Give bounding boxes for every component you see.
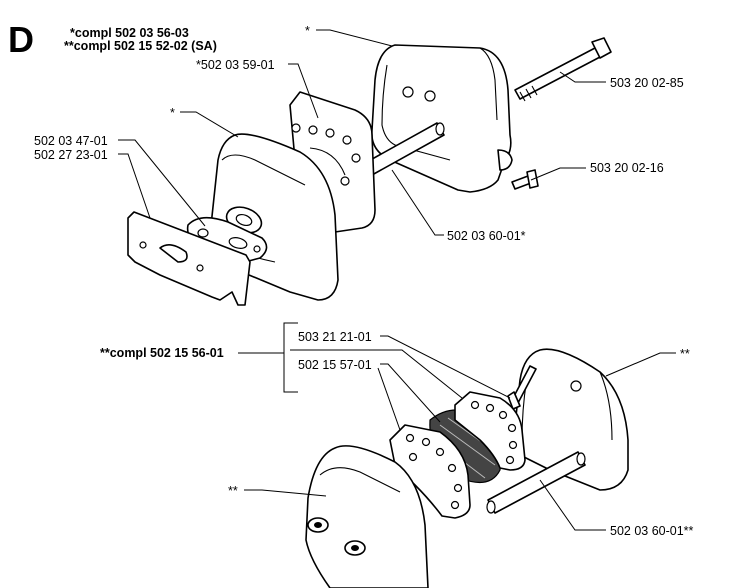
heat-shield-plate [127, 211, 251, 306]
label-rear-cover-dstar: ** [680, 347, 690, 361]
bottom-front-cover [305, 445, 429, 588]
section-letter: D [8, 19, 34, 60]
label-spacer-top: 502 03 60-01* [447, 229, 526, 243]
top-rear-cover [371, 44, 513, 193]
label-kit-screen: 502 15 57-01 [298, 358, 372, 372]
label-kit-screw: 503 21 21-01 [298, 330, 372, 344]
kit-screw [507, 365, 537, 410]
label-spacer-bottom: 502 03 60-01** [610, 524, 694, 538]
leader-lines [118, 29, 676, 531]
label-long-bolt: 503 20 02-85 [610, 76, 684, 90]
header-line-2: **compl 502 15 52-02 (SA) [64, 39, 217, 53]
label-gasket-b: 502 27 23-01 [34, 148, 108, 162]
short-screw [511, 169, 539, 190]
label-kit: **compl 502 15 56-01 [100, 346, 224, 360]
label-gasket-a: 502 03 47-01 [34, 134, 108, 148]
kit-gasket-plate-front [389, 424, 471, 519]
label-top-cover-star: * [305, 24, 310, 38]
spacer-rod-bottom [486, 451, 586, 514]
label-front-cover-dstar: ** [228, 484, 238, 498]
long-bolt [514, 37, 612, 102]
label-short-screw: 503 20 02-16 [590, 161, 664, 175]
kit-gasket-plate-rear [454, 391, 526, 471]
label-front-cover-star: * [170, 106, 175, 120]
header-line-1: *compl 502 03 56-03 [70, 26, 189, 40]
label-gasket-plate-top: *502 03 59-01 [196, 58, 275, 72]
